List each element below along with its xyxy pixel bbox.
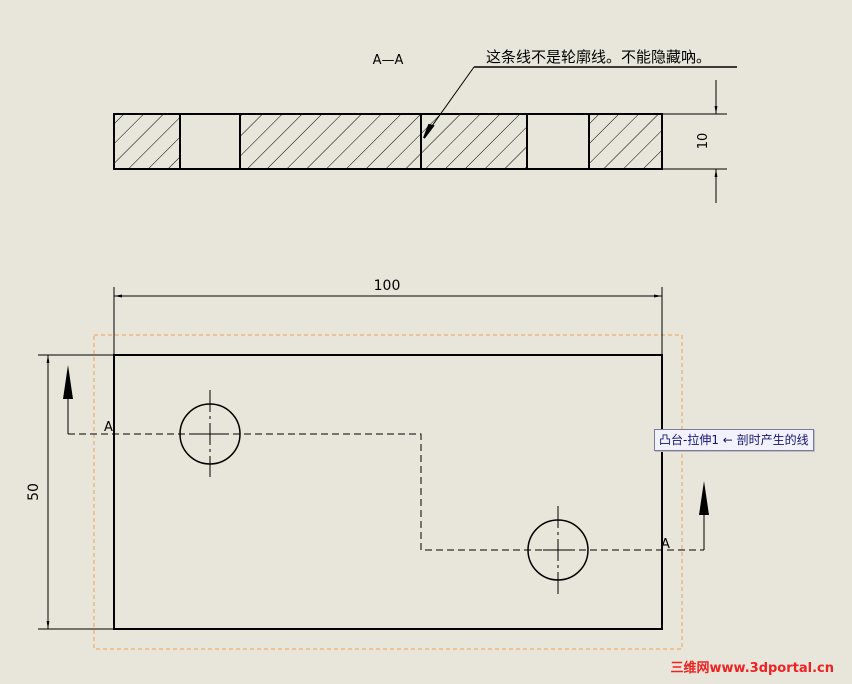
selection-box <box>93 334 683 650</box>
thickness-dim-text: 10 <box>696 133 711 150</box>
section-view: A—A 这条线不是轮廓线。不能隐藏吶。 10 <box>113 48 737 203</box>
plan-view: 100 50 A A <box>26 278 709 650</box>
height-dim-text: 50 <box>26 483 42 501</box>
section-note: 这条线不是轮廓线。不能隐藏吶。 <box>486 48 711 66</box>
width-dim-text: 100 <box>374 278 401 294</box>
watermark-logo: 三维网www.3dportal.cn <box>670 661 834 676</box>
note-leader <box>426 66 475 134</box>
section-view-label: A—A <box>373 53 404 68</box>
section-outline[interactable] <box>113 113 663 170</box>
leader-arrowhead <box>423 123 435 139</box>
hatch-region-1 <box>114 114 180 169</box>
cutting-plane-line[interactable] <box>68 433 704 551</box>
cut-label-right: A <box>661 537 670 552</box>
feature-tooltip: 凸台-拉伸1 ← 剖时产生的线 <box>654 429 814 451</box>
section-arrow-left-head <box>63 365 73 399</box>
cut-label-left: A <box>104 420 113 435</box>
hatch-region-2 <box>240 114 421 169</box>
section-arrow-right-head <box>699 481 709 515</box>
hatch-region-4 <box>589 114 662 169</box>
plate-outline[interactable] <box>113 354 663 630</box>
hatch-region-3 <box>421 114 527 169</box>
